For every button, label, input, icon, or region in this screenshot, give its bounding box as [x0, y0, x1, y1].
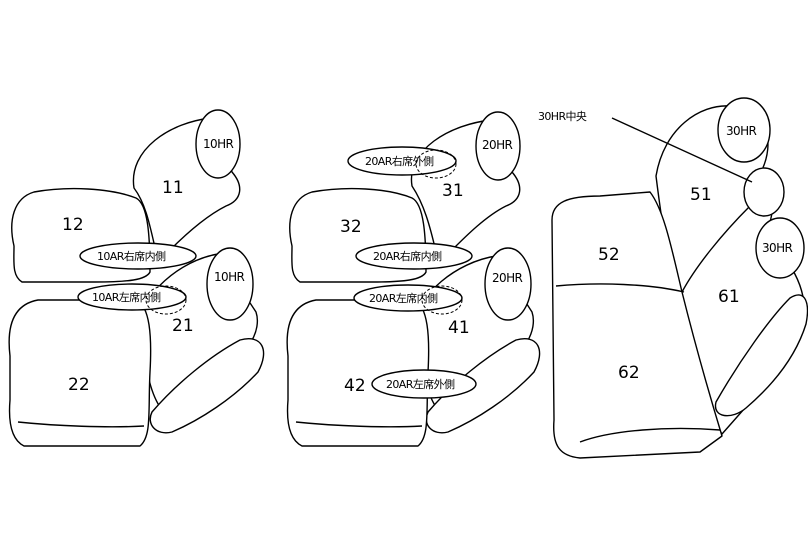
tag-20ar-inner-right-shape [355, 242, 473, 270]
headrest-10hr-lower-text: 10HR [214, 270, 244, 284]
middle-seat-group: 32 31 41 42 20AR右席外側 20AR右席内側 20AR左席内側 2… [286, 111, 541, 447]
part-41-label: 41 [448, 318, 470, 338]
headrest-20hr-lower-shape [484, 247, 532, 321]
part-62-seam [579, 427, 721, 443]
tag-20ar-outer-left-shape [371, 369, 477, 399]
part-51-label: 51 [690, 185, 712, 205]
tag-20ar-outer-right-text: 20AR右席外側 [365, 154, 434, 168]
tag-10ar-inner-left-text: 10AR左席内側 [92, 290, 161, 304]
part-31-label: 31 [442, 181, 464, 201]
tag-20ar-inner-right-text: 20AR右席内側 [373, 249, 442, 263]
part-61-bolster [714, 294, 808, 417]
part-11-label: 11 [162, 178, 184, 198]
part-41-bolster [425, 338, 541, 434]
part-22-label: 22 [68, 375, 90, 395]
headrest-30hr-upper-text: 30HR [726, 124, 756, 138]
part-52-label: 52 [598, 245, 620, 265]
part-52-62-shape [551, 191, 723, 459]
headrest-20hr-upper-shape [475, 111, 521, 181]
headrest-10hr-lower-shape [206, 247, 254, 321]
part-32-label: 32 [340, 217, 362, 237]
part-42-seam [295, 421, 423, 428]
headrest-30hr-lower-text: 30HR [762, 241, 792, 255]
headrest-30hr-upper-shape [717, 97, 771, 163]
part-42-label: 42 [344, 376, 366, 396]
headrest-10hr-upper-shape [195, 109, 241, 179]
tag-10ar-inner-left-dash [145, 285, 187, 315]
tag-20ar-outer-left-text: 20AR左席外側 [386, 377, 455, 391]
left-seat-group: 12 11 21 22 10AR右席内側 10AR左席内側 10HR 10HR [8, 109, 265, 447]
tag-20ar-inner-left-dash [421, 285, 463, 315]
part-22-seam [17, 421, 145, 428]
part-62-label: 62 [618, 363, 640, 383]
tag-20ar-inner-left-shape [353, 284, 463, 312]
leader-line-30hr-center [611, 117, 753, 183]
part-61-label: 61 [718, 287, 740, 307]
headrest-20hr-upper-text: 20HR [482, 138, 512, 152]
center-hr-label: 30HR中央 [538, 110, 587, 123]
tag-10ar-inner-left-shape [77, 283, 187, 311]
headrest-30hr-center-shape [743, 167, 785, 217]
headrest-20hr-lower-text: 20HR [492, 271, 522, 285]
divider-51-61 [681, 205, 751, 293]
headrest-10hr-upper-text: 10HR [203, 137, 233, 151]
tag-20ar-outer-right-dash [415, 149, 457, 179]
tag-20ar-inner-left-text: 20AR左席内側 [369, 291, 438, 305]
part-22-shape [8, 299, 152, 447]
headrest-30hr-lower-shape [755, 217, 805, 279]
part-21-bolster [149, 338, 265, 434]
part-21-label: 21 [172, 316, 194, 336]
divider-52-62 [555, 283, 685, 293]
tag-10ar-inner-right-shape [79, 242, 197, 270]
tag-10ar-inner-right-text: 10AR右席内側 [97, 249, 166, 263]
right-seat-group: 30HR中央 30HR 30HR 51 52 61 62 [538, 97, 808, 459]
tag-20ar-outer-right-shape [347, 146, 457, 176]
part-12-label: 12 [62, 215, 84, 235]
